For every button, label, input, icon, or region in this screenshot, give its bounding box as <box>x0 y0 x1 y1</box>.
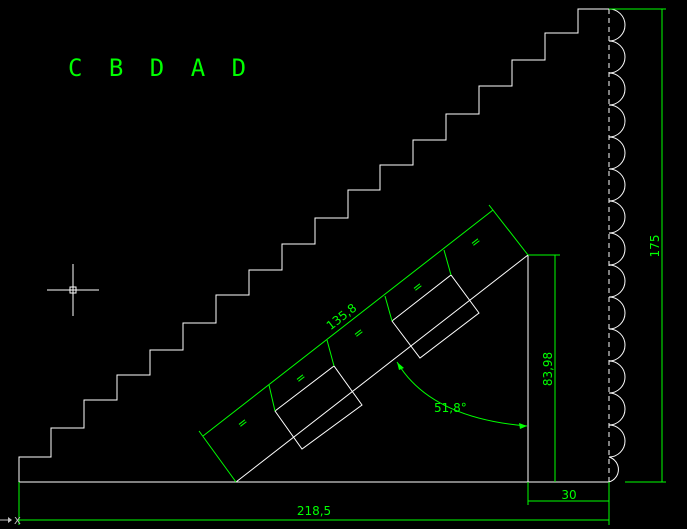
ramp-slope-line <box>235 254 529 483</box>
drawing-code-label: C B D A D <box>68 54 252 82</box>
height-label: 175 <box>648 235 662 258</box>
equal-marker-2: = <box>292 369 309 386</box>
equal-marker-3: = <box>350 324 367 341</box>
scalloped-edge <box>608 8 626 483</box>
slope-tick-2 <box>326 339 335 367</box>
slope-dimension-line <box>202 209 494 437</box>
slope-block-upper <box>391 274 480 359</box>
angle-arrow-end <box>519 423 527 429</box>
ucs-x-label: X <box>14 516 21 527</box>
slope-extension-right <box>488 204 529 256</box>
slope-tick-4 <box>443 249 452 276</box>
slope-tick-1 <box>268 384 276 412</box>
ucs-icon: X <box>0 516 21 527</box>
crosshair-cursor-icon <box>47 264 99 316</box>
equal-marker-1: = <box>234 414 251 431</box>
angle-label: 51,8° <box>434 401 467 415</box>
slope-extension-left <box>198 430 237 483</box>
equal-marker-5: = <box>467 233 484 250</box>
angle-arc <box>396 361 528 427</box>
slope-tick-3 <box>384 295 393 322</box>
equal-marker-4: = <box>409 278 426 295</box>
base-width-label: 30 <box>561 488 576 502</box>
angle-arrow-start <box>397 362 404 370</box>
slope-block-lower <box>274 365 363 450</box>
total-width-label: 218,5 <box>297 504 331 518</box>
staircase-outline <box>18 8 609 482</box>
vertical-height-label: 83,98 <box>541 352 555 386</box>
